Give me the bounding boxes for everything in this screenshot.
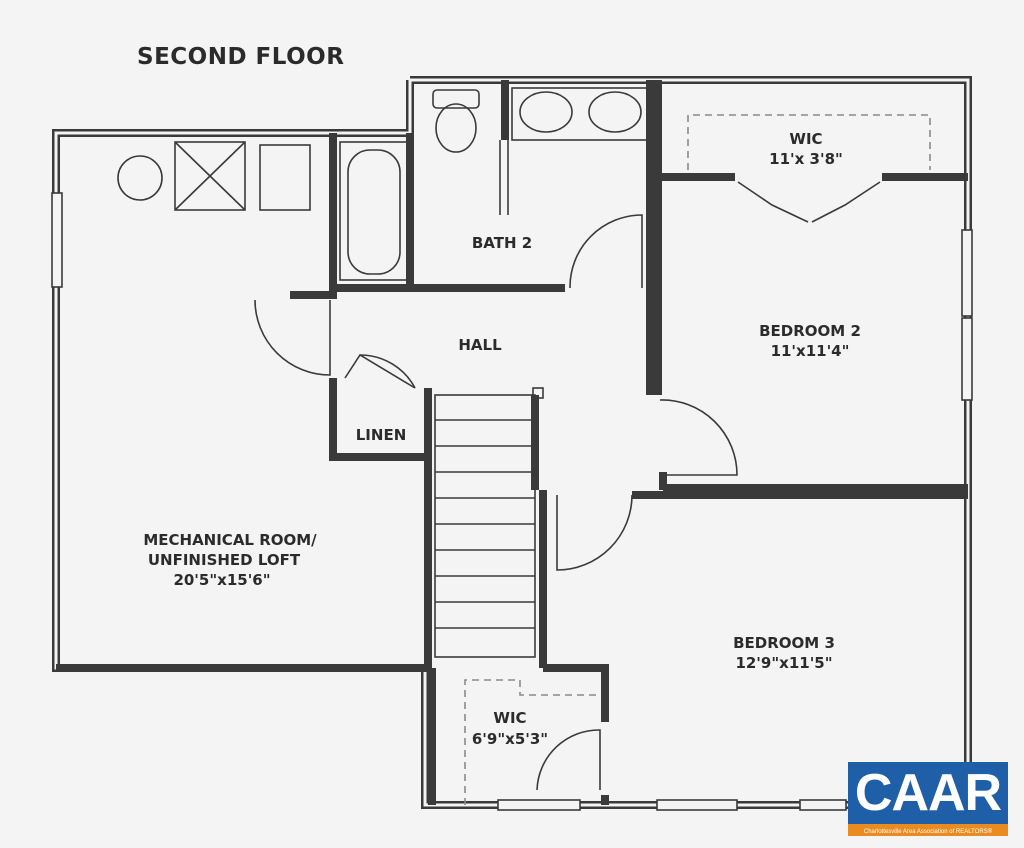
- windows: [51, 192, 973, 811]
- bath2-name: BATH 2: [472, 234, 532, 252]
- wic-top-name: WIC: [789, 130, 822, 148]
- hall-name: HALL: [458, 336, 502, 354]
- outer-walls: [52, 76, 972, 809]
- wic-bottom-size: 6'9"x5'3": [472, 730, 548, 748]
- bedroom3-size: 12'9"x11'5": [735, 654, 832, 672]
- mechanical-name-1: MECHANICAL ROOM/: [143, 531, 317, 549]
- caar-logo: CAAR Charlottesville Area Association of…: [848, 762, 1008, 836]
- logo-text: CAAR: [854, 764, 1002, 822]
- bedroom3-name: BEDROOM 3: [733, 634, 835, 652]
- door-swings: [254, 181, 881, 791]
- room-labels: WIC 11'x 3'8" BATH 2 HALL BEDROOM 2 11'x…: [143, 130, 861, 748]
- closet-shelving: [464, 114, 931, 805]
- interior-walls: [56, 80, 968, 805]
- bedroom2-size: 11'x11'4": [771, 342, 850, 360]
- wic-bottom-name: WIC: [493, 709, 526, 727]
- bathroom-fixtures: [339, 87, 648, 281]
- wic-top-size: 11'x 3'8": [769, 150, 843, 168]
- logo-tagline: Charlottesville Area Association of REAL…: [863, 829, 993, 835]
- mechanical-name-2: UNFINISHED LOFT: [148, 551, 301, 569]
- mechanical-equipment: [117, 141, 311, 211]
- logo-stripe: [848, 824, 1008, 836]
- linen-name: LINEN: [356, 426, 407, 444]
- floor-title: SECOND FLOOR: [137, 44, 344, 70]
- mechanical-size: 20'5"x15'6": [173, 571, 270, 589]
- bedroom2-name: BEDROOM 2: [759, 322, 861, 340]
- staircase: [434, 387, 544, 658]
